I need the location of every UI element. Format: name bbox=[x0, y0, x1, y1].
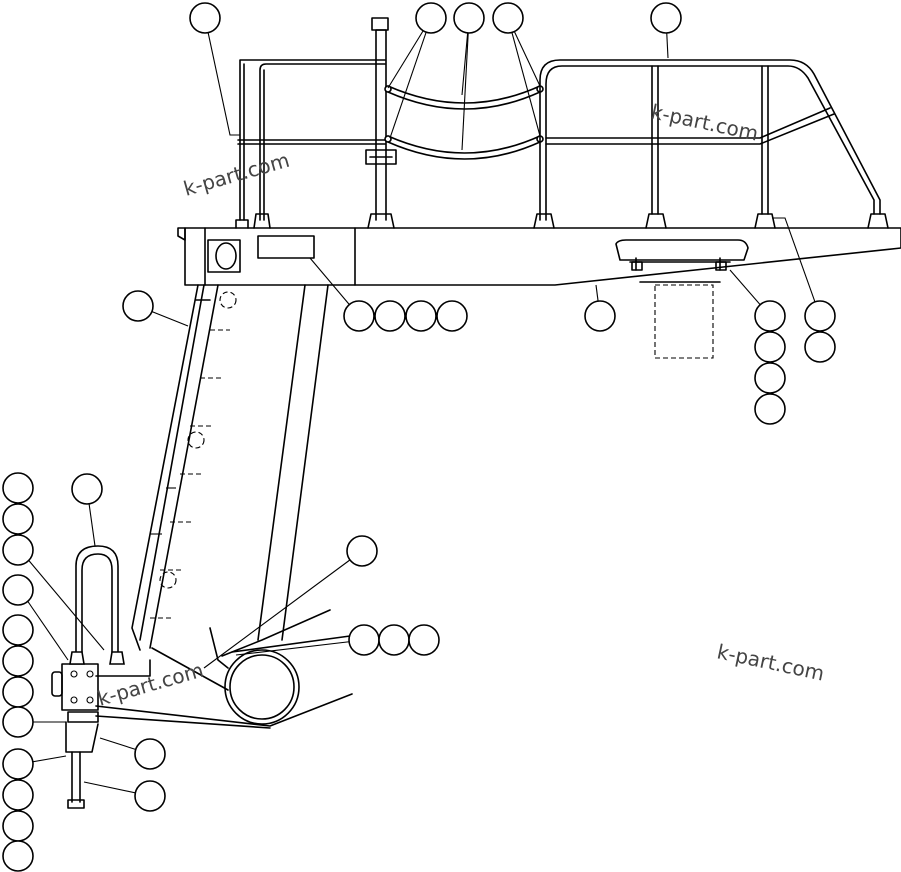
callout bbox=[2, 503, 34, 535]
callout bbox=[2, 534, 34, 566]
ladder bbox=[131, 284, 329, 651]
callout bbox=[71, 473, 103, 505]
callout bbox=[2, 779, 34, 811]
callout bbox=[754, 331, 786, 363]
callout bbox=[650, 2, 682, 34]
callout bbox=[134, 738, 166, 770]
watermark: k-part.com bbox=[715, 639, 827, 685]
callout bbox=[348, 624, 380, 656]
callout bbox=[804, 331, 836, 363]
watermark: k-part.com bbox=[181, 148, 292, 201]
callout bbox=[134, 780, 166, 812]
callout bbox=[2, 810, 34, 842]
callout bbox=[754, 300, 786, 332]
callout bbox=[2, 574, 34, 606]
callout bbox=[2, 748, 34, 780]
callouts bbox=[2, 2, 836, 872]
callout bbox=[2, 676, 34, 708]
callout bbox=[754, 393, 786, 425]
left-handrail bbox=[235, 17, 397, 229]
callout bbox=[189, 2, 221, 34]
callout bbox=[122, 290, 154, 322]
bottom-assembly bbox=[51, 545, 353, 809]
callout bbox=[2, 614, 34, 646]
callout bbox=[408, 624, 440, 656]
callout bbox=[346, 535, 378, 567]
right-handrail bbox=[533, 59, 889, 229]
platform-deck bbox=[177, 227, 901, 286]
watermarks: k-part.com k-part.com k-part.com k-part.… bbox=[95, 99, 827, 710]
callout bbox=[378, 624, 410, 656]
callout bbox=[2, 645, 34, 677]
callout bbox=[804, 300, 836, 332]
callout bbox=[2, 472, 34, 504]
deck-mount bbox=[615, 239, 749, 359]
callout bbox=[492, 2, 524, 34]
deck-plate bbox=[257, 235, 315, 259]
callout bbox=[415, 2, 447, 34]
callout bbox=[2, 706, 34, 738]
callout bbox=[405, 300, 437, 332]
callout bbox=[584, 300, 616, 332]
callout bbox=[343, 300, 375, 332]
callout bbox=[754, 362, 786, 394]
callout bbox=[436, 300, 468, 332]
callout bbox=[453, 2, 485, 34]
callout bbox=[374, 300, 406, 332]
callout bbox=[2, 840, 34, 872]
